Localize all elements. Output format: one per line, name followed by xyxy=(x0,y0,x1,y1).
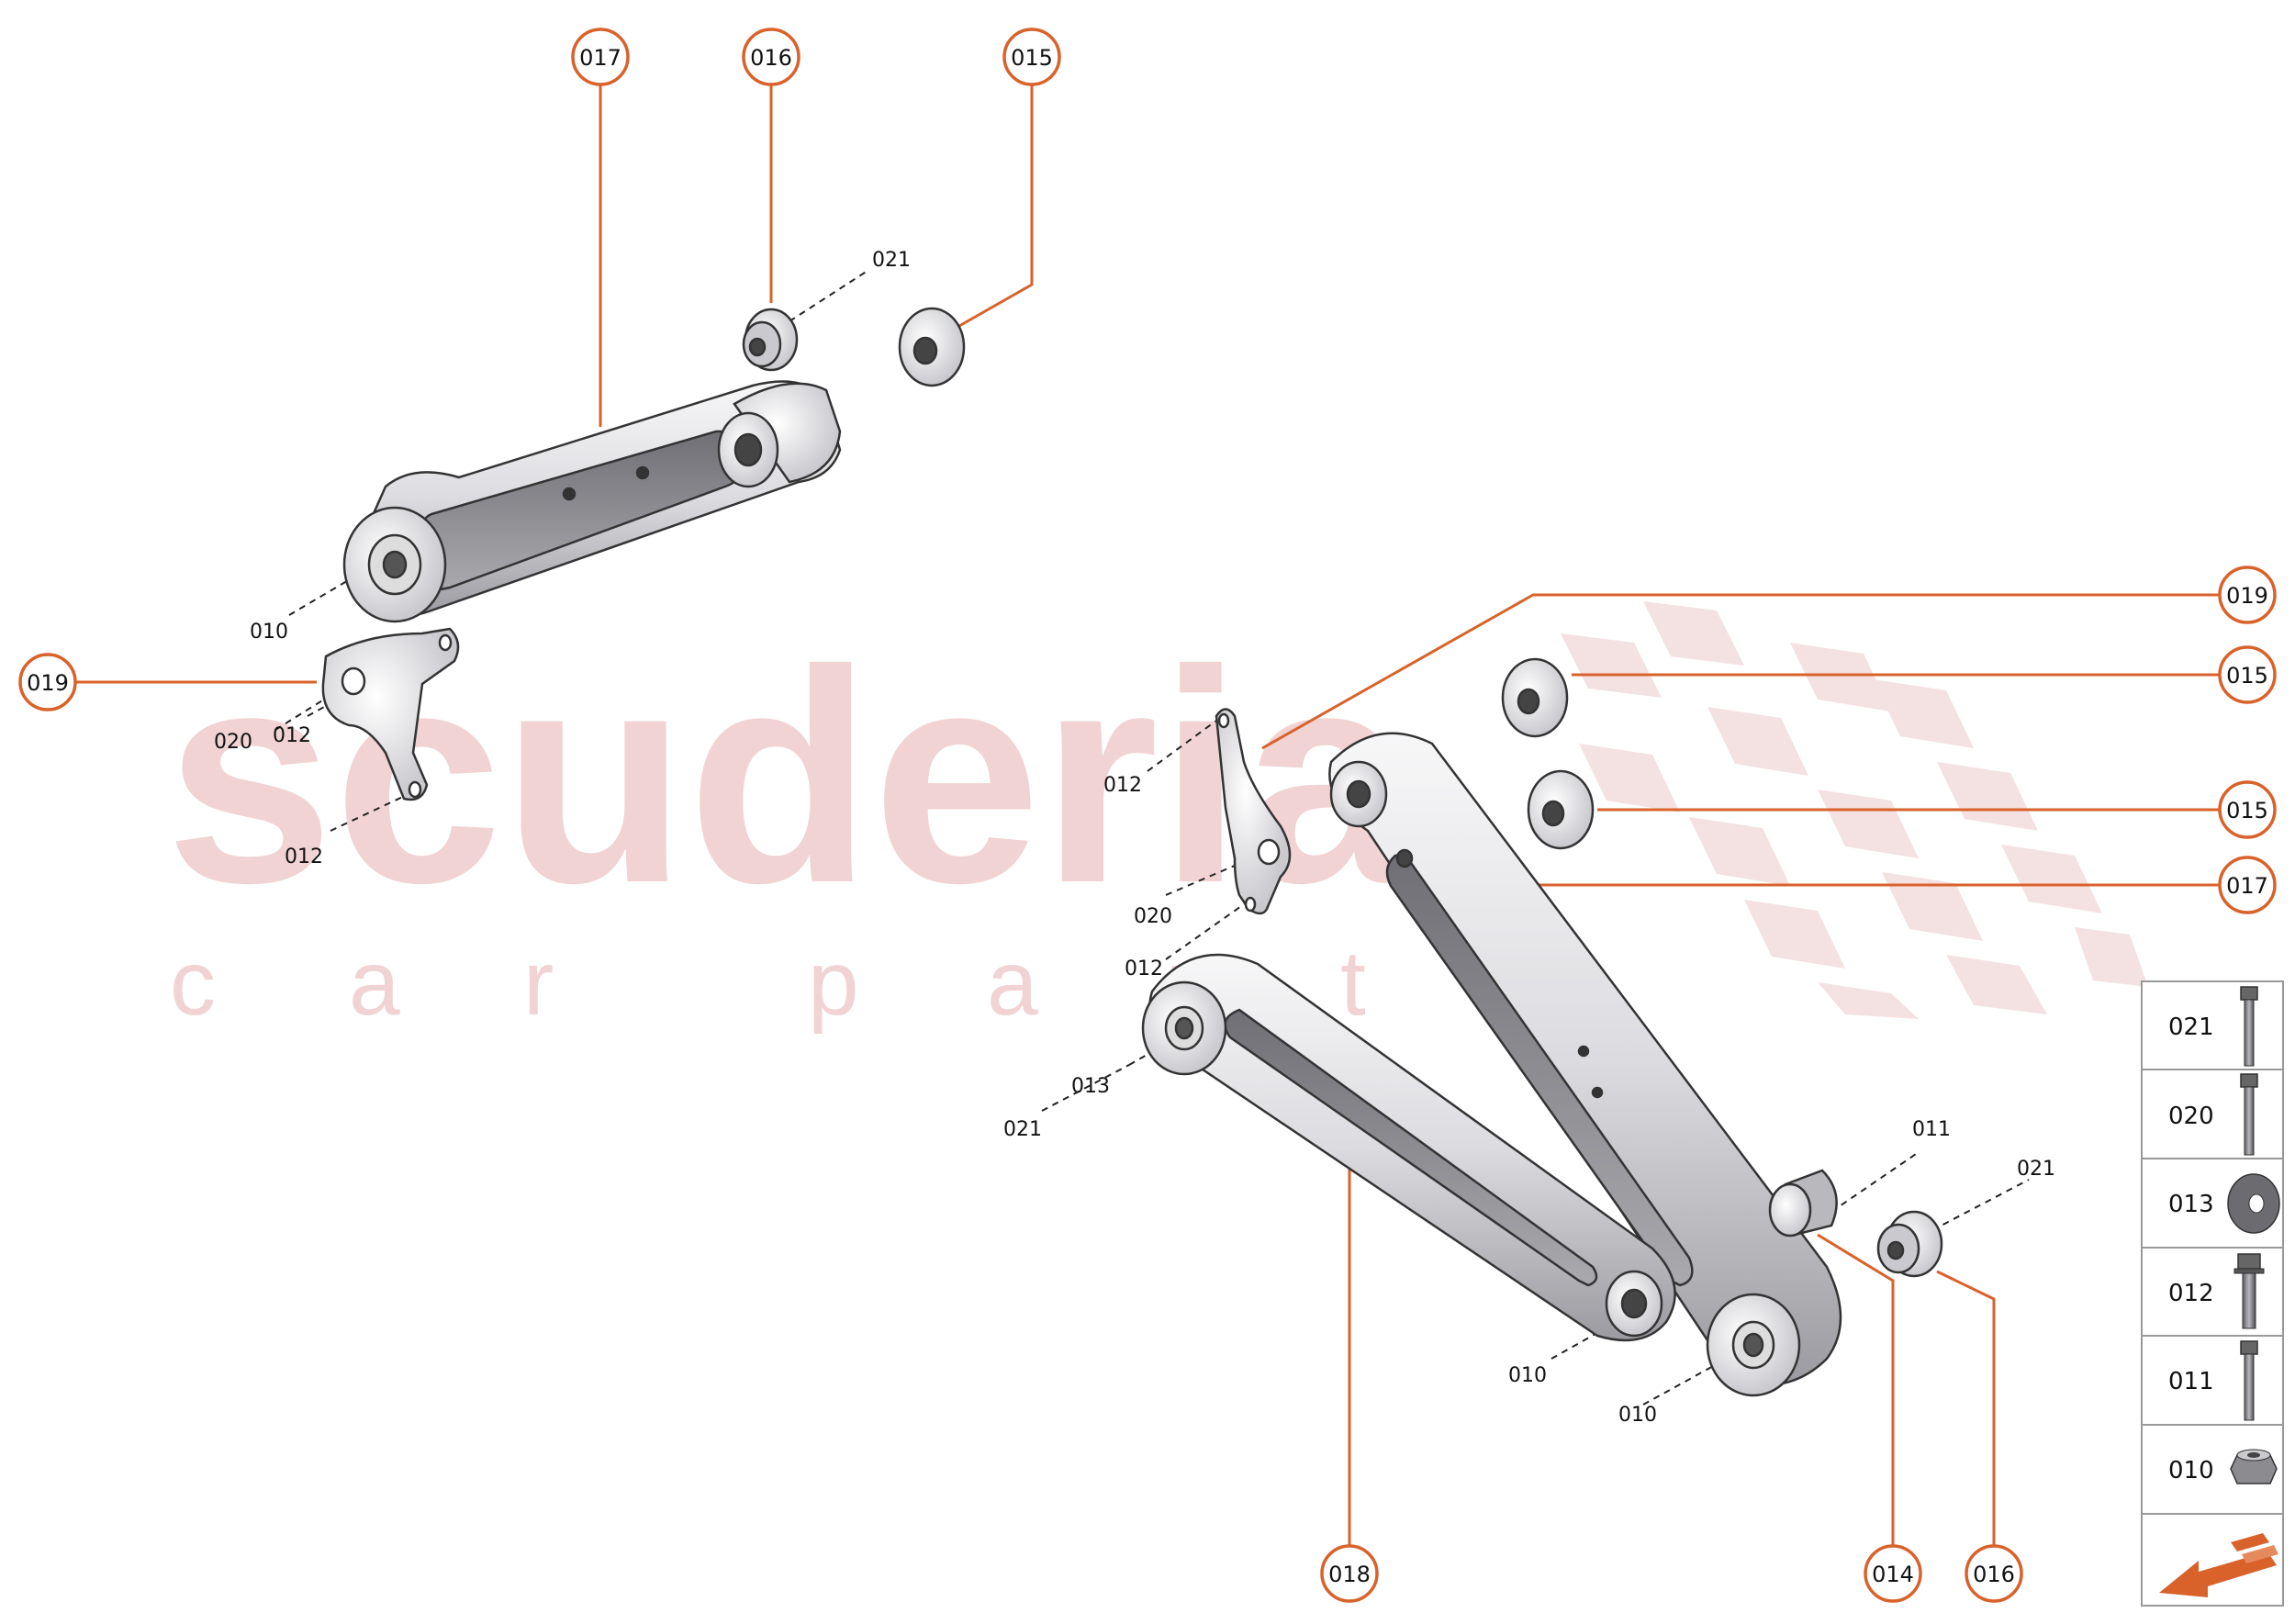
callout-015-top[interactable]: 015 xyxy=(1002,28,1061,86)
leader-019-right xyxy=(1261,593,2219,750)
callout-017-top[interactable]: 017 xyxy=(571,28,630,86)
legend-item-012[interactable]: 012 xyxy=(2168,1253,2265,1329)
watermark-letter-r: r xyxy=(523,932,555,1035)
callout-label: 016 xyxy=(1973,1562,2015,1587)
label-010-upper: 010 xyxy=(250,621,288,644)
callout-015a-right[interactable]: 015 xyxy=(2218,645,2277,704)
callout-label: 017 xyxy=(2226,873,2268,899)
long-bolt-icon xyxy=(2240,986,2258,1067)
dash-010a-low xyxy=(1551,1316,1626,1360)
bracket-019-left xyxy=(321,627,460,801)
legend-code: 013 xyxy=(2168,1191,2214,1218)
legend-item-011[interactable]: 011 xyxy=(2168,1340,2258,1421)
callout-label: 019 xyxy=(2226,583,2268,609)
legend-item-013[interactable]: 013 xyxy=(2168,1173,2280,1234)
legend-code: 010 xyxy=(2168,1457,2214,1484)
watermark-letter-a: a xyxy=(349,932,402,1035)
watermark-letter-c: c xyxy=(170,932,218,1035)
label-012a-upper: 012 xyxy=(273,724,311,747)
callout-label: 019 xyxy=(27,670,69,696)
part-labels: 021 010 020 012 012 012 020 012 013 021 … xyxy=(214,249,2055,1427)
dash-021-upper xyxy=(789,270,868,322)
label-010a-low: 010 xyxy=(1508,1364,1547,1387)
flange-bolt-icon xyxy=(2233,1253,2265,1329)
callout-label: 014 xyxy=(1872,1562,1914,1587)
dash-012a-mid xyxy=(1147,720,1217,772)
dash-021-low xyxy=(1931,1179,2030,1231)
callout-019-left[interactable]: 019 xyxy=(18,653,77,711)
flange-nut-icon xyxy=(2230,1449,2278,1484)
leader-014-bottom xyxy=(1817,1233,1895,1550)
callout-018-bottom[interactable]: 018 xyxy=(1320,1544,1379,1603)
callout-label: 018 xyxy=(1328,1562,1371,1587)
bushing-014 xyxy=(1768,1169,1838,1238)
leader-016-bottom xyxy=(1936,1270,1996,1550)
label-012b-upper: 012 xyxy=(285,846,323,868)
leader-lines xyxy=(76,84,2219,1550)
legend-item-020[interactable]: 020 xyxy=(2168,1073,2258,1156)
callout-015b-right[interactable]: 015 xyxy=(2218,780,2277,839)
callout-label: 015 xyxy=(2226,663,2268,689)
label-020-upper: 020 xyxy=(214,731,252,754)
label-012a-mid: 012 xyxy=(1103,774,1142,797)
dash-012b-upper xyxy=(330,793,409,832)
watermark-checkered-flag-icon xyxy=(1561,601,2148,1019)
washer-icon xyxy=(2227,1173,2280,1234)
label-010b-low: 010 xyxy=(1618,1404,1657,1427)
watermark-letter-p: p xyxy=(808,932,861,1035)
callout-label: 016 xyxy=(750,45,792,71)
lower-control-arm-018 xyxy=(1141,953,1676,1342)
callout-017-right[interactable]: 017 xyxy=(2218,856,2277,914)
callout-014-bottom[interactable]: 014 xyxy=(1864,1544,1922,1603)
dash-011-low xyxy=(1830,1151,1920,1213)
legend-panel: 021 020 013 012 xyxy=(2141,980,2284,1607)
label-013-mid: 013 xyxy=(1071,1075,1110,1098)
callout-label: 017 xyxy=(579,45,621,71)
upper-control-arm xyxy=(342,380,842,623)
bushing-016-top xyxy=(742,308,799,372)
legend-code: 020 xyxy=(2168,1103,2214,1130)
callout-016-top[interactable]: 016 xyxy=(742,28,800,86)
label-021-low: 021 xyxy=(2017,1158,2055,1181)
callout-label: 015 xyxy=(1011,45,1053,71)
label-021-mid: 021 xyxy=(1003,1118,1042,1141)
callout-label: 015 xyxy=(2226,798,2268,823)
bushing-015b-right xyxy=(1527,769,1595,850)
bracket-019-right xyxy=(1215,708,1292,915)
legend-code: 011 xyxy=(2168,1368,2214,1395)
callout-019-right[interactable]: 019 xyxy=(2218,566,2277,624)
label-011-low: 011 xyxy=(1912,1118,1951,1141)
bushing-015-top xyxy=(898,307,966,387)
legend-item-010[interactable]: 010 xyxy=(2168,1449,2278,1484)
bolt-icon xyxy=(2240,1340,2258,1421)
legend-code: 012 xyxy=(2168,1280,2214,1307)
lower-control-arm-017 xyxy=(1328,732,1842,1397)
label-021-upper: 021 xyxy=(872,249,911,272)
watermark: scuderia c a r p a r t s xyxy=(165,601,2148,1035)
legend-item-021[interactable]: 021 xyxy=(2168,986,2258,1067)
dash-012b-mid xyxy=(1165,903,1245,960)
long-bolt-icon xyxy=(2240,1073,2258,1156)
legend-code: 021 xyxy=(2168,1014,2214,1041)
bushing-015a-right xyxy=(1501,657,1569,738)
label-012b-mid: 012 xyxy=(1125,958,1163,980)
dash-021-mid xyxy=(1041,1064,1130,1112)
orange-arrow-logo-icon[interactable] xyxy=(2159,1533,2278,1597)
leader-015-top xyxy=(958,84,1034,328)
watermark-letter-a2: a xyxy=(987,932,1040,1035)
label-020-mid: 020 xyxy=(1134,905,1172,928)
callout-016-bottom[interactable]: 016 xyxy=(1965,1544,2023,1603)
bushing-016-low xyxy=(1876,1210,1943,1278)
watermark-letter-t: t xyxy=(1340,932,1368,1035)
